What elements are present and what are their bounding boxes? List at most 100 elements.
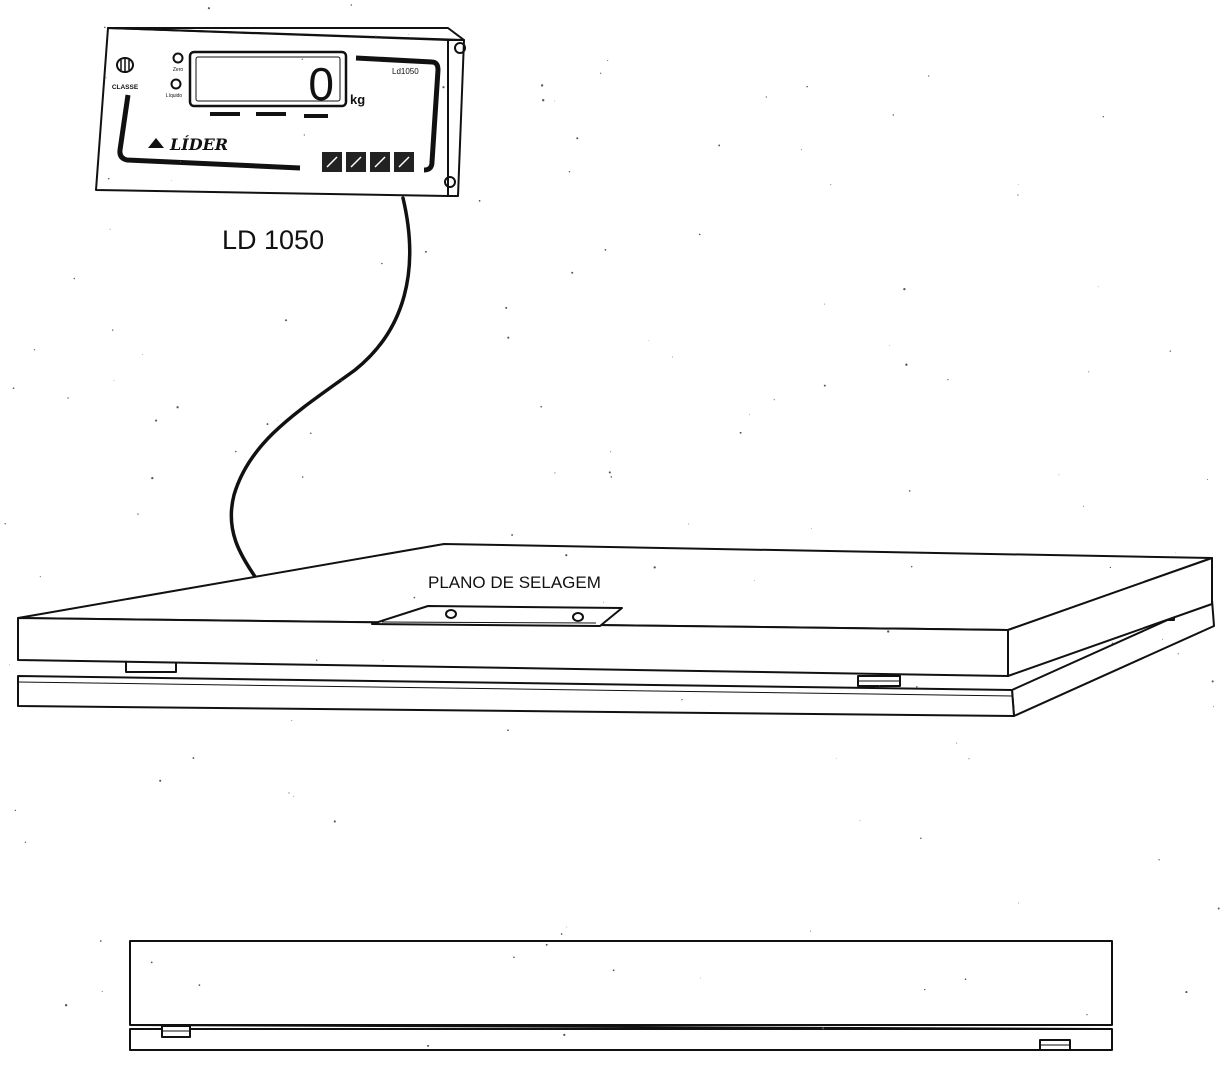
speckle [310,432,312,434]
panel-model-label: Ld1050 [392,67,419,76]
speckle [407,33,409,35]
speckle [540,84,544,87]
indicator-side-face [447,39,465,197]
speckle [571,271,574,274]
speckle [604,249,607,251]
speckle [773,399,775,401]
keypad-key-symbol [398,156,410,168]
speckle [109,228,111,230]
speckle [1211,680,1214,683]
speckle [150,961,153,964]
bezel-frame-left [117,94,301,171]
speckle [563,1033,566,1036]
speckle [947,378,949,381]
speckle [382,660,384,661]
scan-speckles [4,4,1220,1047]
stable-led-icon [170,78,182,90]
speckle [648,340,650,341]
speckle [1102,116,1104,118]
speckle [1109,566,1112,569]
keypad [322,152,414,172]
speckle [513,956,515,959]
speckle [207,7,210,10]
bezel-frame [355,55,441,173]
speckle [1098,286,1099,288]
speckle [920,837,922,840]
speckle [73,277,76,280]
speckle [9,664,10,666]
speckle [968,758,970,760]
zero-led-label: Zero [173,67,184,73]
speckle [427,1044,430,1047]
speckle [284,319,288,322]
speckle [511,534,514,536]
speckle [1017,194,1019,196]
speckle [905,363,908,366]
speckle [566,926,568,928]
speckle [698,233,701,236]
speckle [916,686,918,688]
speckle [198,984,201,986]
speckle [350,4,353,6]
speckle [341,380,343,382]
speckle [554,100,555,102]
brand-logo-icon [148,138,164,148]
speckle [424,250,427,253]
speckle [413,596,416,599]
speckle [1018,902,1019,904]
speckle [107,177,110,180]
speckle [4,523,6,525]
speckle [1169,350,1171,352]
speckle [810,930,812,932]
speckle [830,184,832,185]
speckle [739,431,742,434]
mount-screw-bottom [444,176,456,188]
speckle [301,476,304,478]
speckle [1162,638,1164,640]
mount-screw-top [454,42,466,54]
speckle [101,990,103,993]
speckle [806,85,808,88]
speckle [39,576,41,578]
speckle [908,490,911,492]
speckle [291,720,293,722]
speckle [64,1004,68,1007]
speckle [892,114,895,116]
platform-scale [17,543,1215,717]
speckle [608,471,611,474]
speckle [718,144,721,147]
speckle [235,450,237,453]
speckle [653,566,656,569]
speckle [142,354,143,355]
keypad-key-symbol [374,156,386,168]
display-reading: 0 [308,58,334,110]
speckle [859,820,861,821]
speckle [576,137,579,140]
speckle [810,527,812,529]
speckle [316,659,318,661]
class-label: CLASSE [112,84,139,91]
speckle [151,476,154,480]
speckle [1177,653,1179,655]
speckle [192,757,195,759]
speckle [754,580,755,581]
speckle [14,809,17,812]
speckle [1083,505,1085,507]
speckle [12,387,15,390]
platform-side-view [129,940,1113,1051]
speckle [24,841,27,843]
speckle [889,345,890,347]
speckle [610,451,612,453]
speckle [478,200,481,202]
keypad-key-symbol [326,156,338,168]
speckle [301,58,303,60]
side-view-deck [129,1028,1113,1051]
speckle [113,380,115,381]
speckle [887,630,890,633]
speckle [928,75,930,77]
speckle [1185,991,1188,994]
brand-label: LÍDER [169,134,228,154]
status-bar-1 [210,112,240,116]
speckle [610,476,613,478]
